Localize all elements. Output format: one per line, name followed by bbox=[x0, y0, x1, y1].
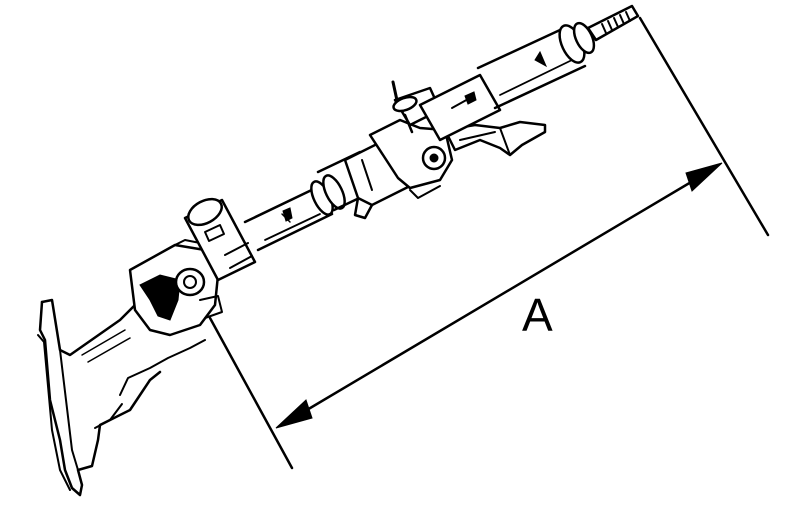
tilt-lever bbox=[443, 120, 547, 157]
lower-collar bbox=[183, 197, 257, 282]
arrowhead-lower bbox=[275, 399, 313, 429]
extension-line-lower bbox=[208, 316, 294, 470]
lock-housing bbox=[343, 80, 454, 220]
arrowhead-upper bbox=[685, 162, 723, 192]
dimension-line-a bbox=[275, 162, 723, 429]
universal-joint bbox=[128, 239, 223, 337]
splined-shaft-end bbox=[586, 4, 640, 42]
upper-shaft bbox=[418, 21, 596, 142]
extension-lines bbox=[208, 16, 770, 470]
extension-line-upper bbox=[638, 16, 770, 237]
dimension-label: A bbox=[522, 289, 553, 341]
